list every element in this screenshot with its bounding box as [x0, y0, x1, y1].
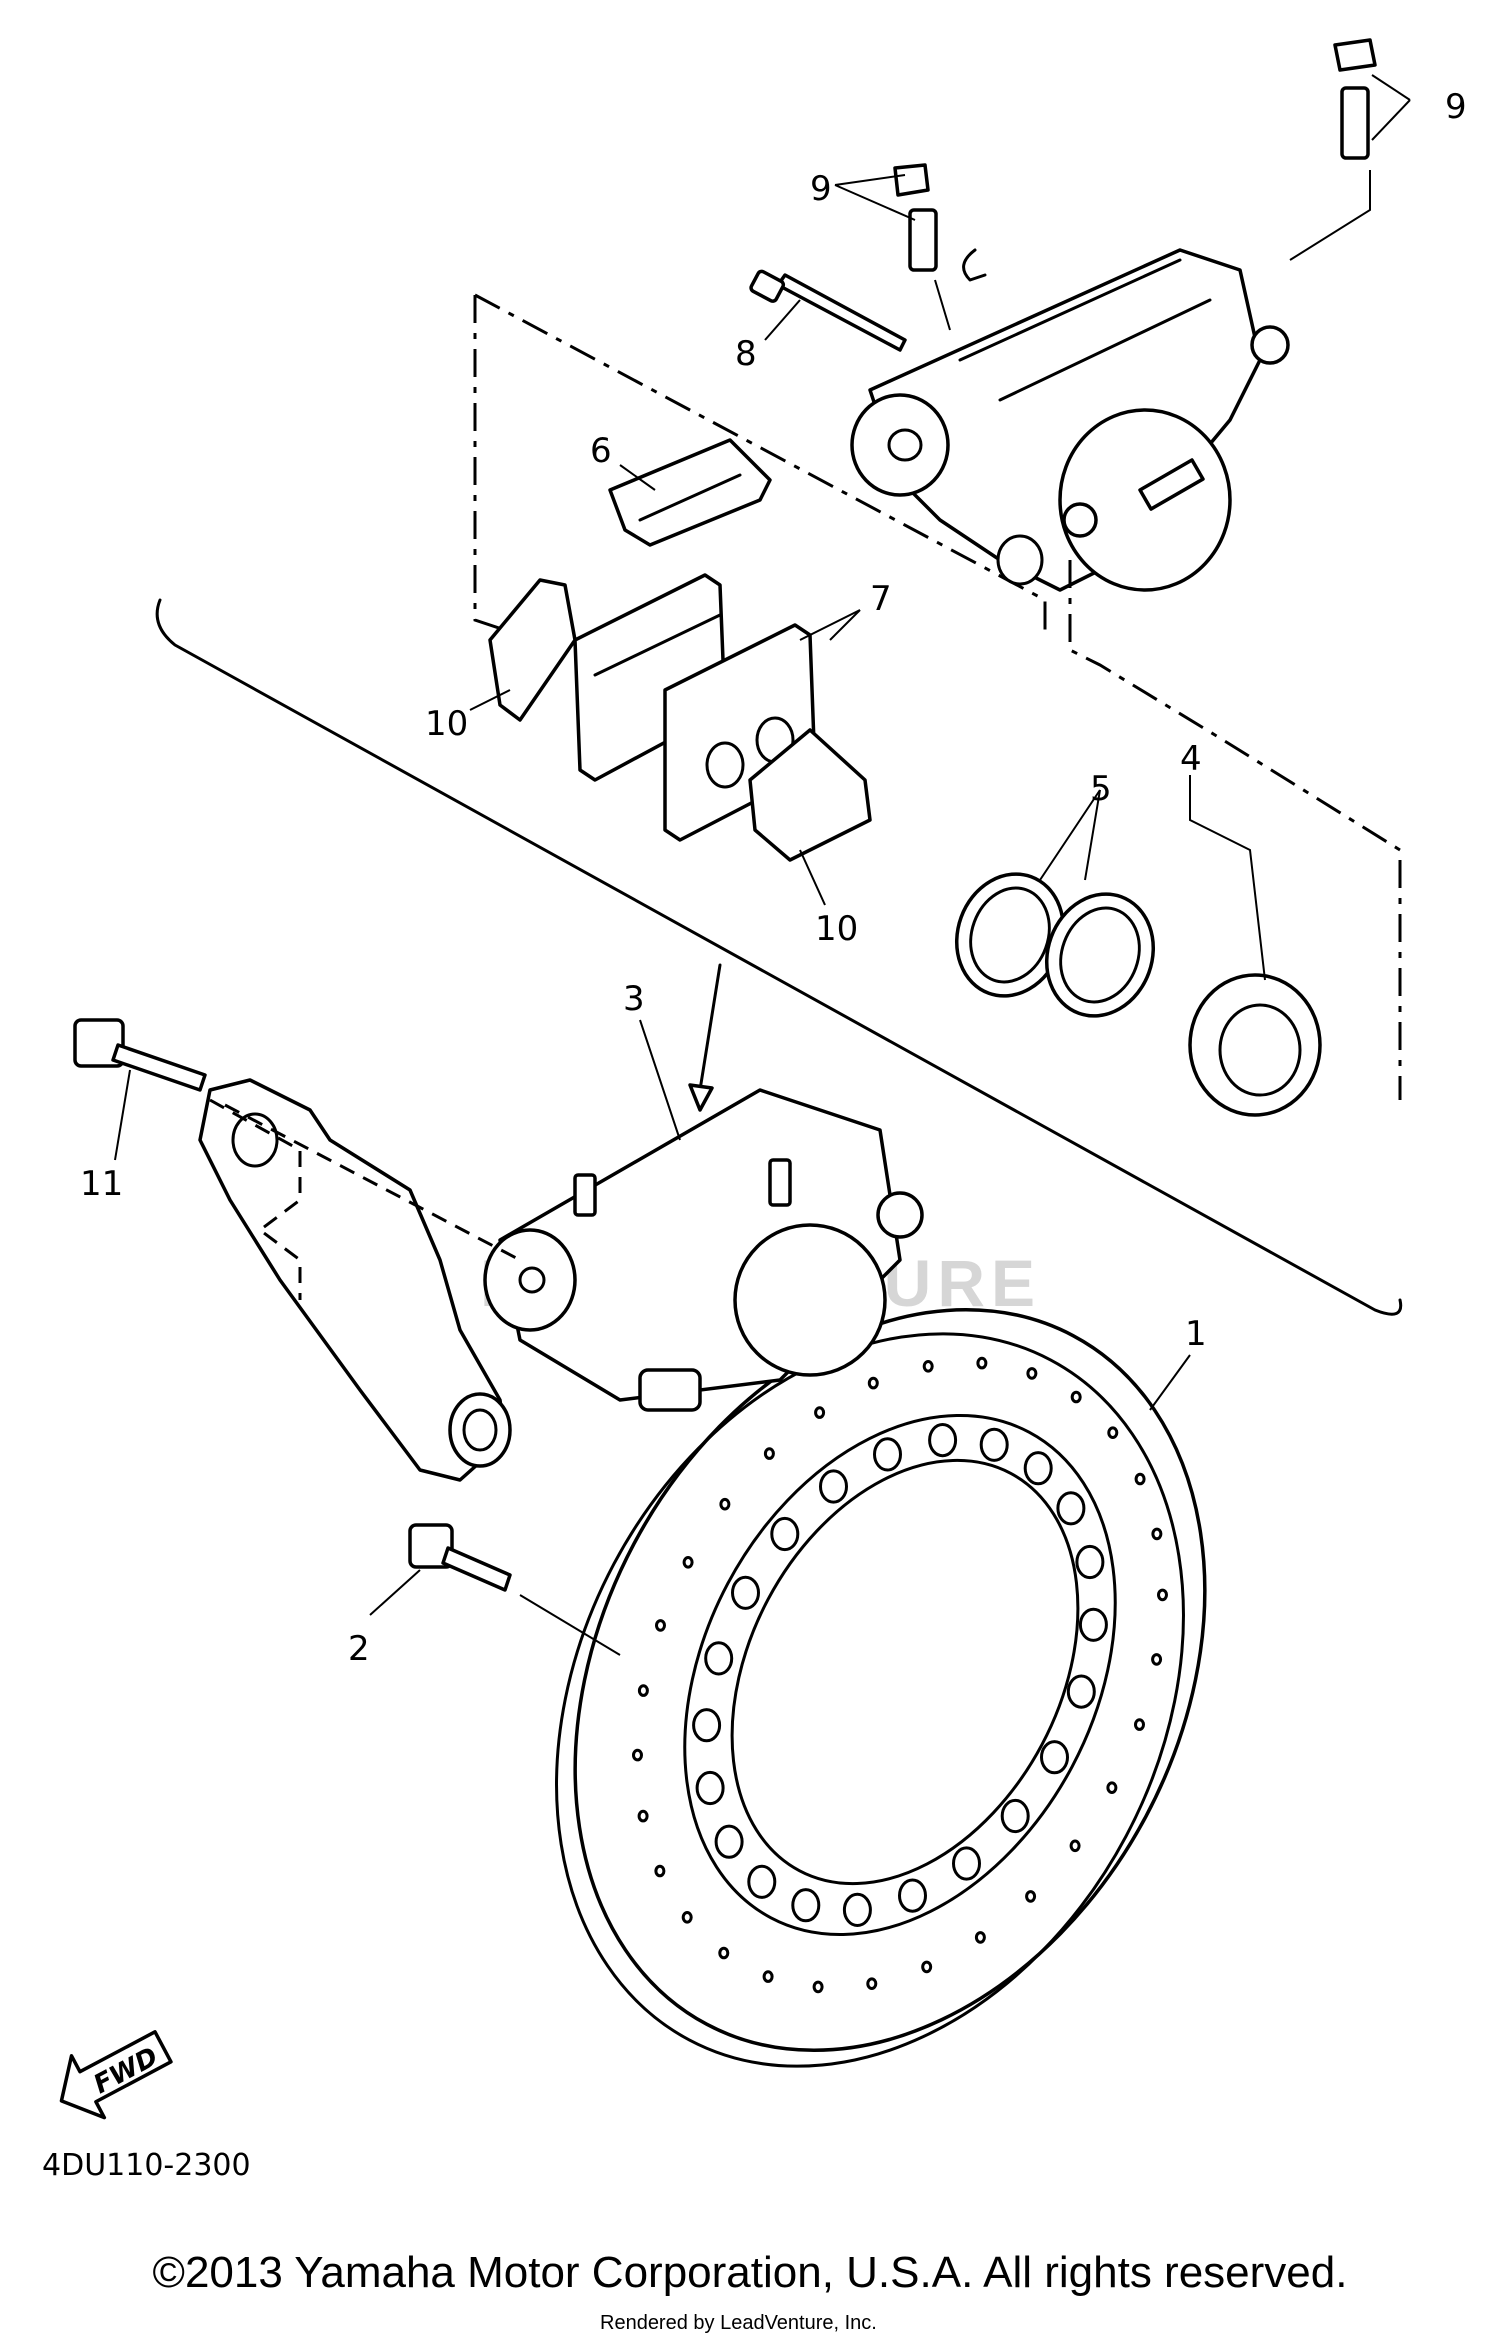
disc-hole: [812, 1980, 824, 1994]
disc-hole: [763, 1447, 775, 1460]
rendered-by-credit: Rendered by LeadVenture, Inc.: [600, 2312, 877, 2334]
disc-hole: [1000, 1798, 1030, 1834]
disc-hole: [695, 1770, 725, 1806]
disc-hole: [731, 1575, 760, 1610]
disc-hole: [770, 1516, 800, 1552]
disc-hole: [952, 1846, 981, 1881]
disc-hole: [873, 1437, 902, 1472]
callout-8: 8: [735, 334, 757, 374]
disc-hole: [898, 1878, 927, 1913]
disc-vent-holes: [692, 1423, 1108, 1928]
disc-hole: [704, 1641, 734, 1676]
callout-9-middle: 9: [810, 169, 832, 209]
caliper-housing: [850, 248, 1290, 592]
pad-spring: [608, 438, 772, 547]
disc-hole: [1040, 1740, 1069, 1775]
caliper-assembly: [483, 1088, 924, 1412]
disc-hole: [1066, 1674, 1096, 1709]
disc-hole: [1069, 1839, 1081, 1853]
disc-hole: [866, 1977, 878, 1990]
disc-hole: [655, 1619, 666, 1632]
pad-shim-left: [488, 578, 577, 722]
disc-hole: [979, 1427, 1009, 1462]
piston-seals: [954, 872, 1156, 1018]
disc-hole: [791, 1888, 821, 1923]
forward-arrow: FWD: [59, 2030, 173, 2120]
brake-disc: [555, 1307, 1207, 2068]
disc-hole: [682, 1556, 694, 1569]
assembly-arrow: [698, 963, 722, 1092]
disc-hole: [1070, 1390, 1082, 1404]
disc-hole: [718, 1946, 730, 1960]
callout-7: 7: [870, 579, 892, 619]
bleed-screw-top: [1333, 38, 1377, 160]
subassembly-boundary: [155, 598, 1403, 1316]
callout-1: 1: [1185, 1314, 1207, 1354]
disc-hole: [842, 1892, 872, 1928]
assembly-line-a: [473, 295, 506, 632]
disc-hole: [974, 1931, 986, 1944]
disc-hole: [1107, 1426, 1119, 1439]
disc-hole: [819, 1469, 848, 1504]
disc-hole: [928, 1423, 958, 1458]
assembly-line-e: [224, 1103, 521, 1262]
diagram-part-code: 4DU110-2300: [42, 2148, 251, 2183]
disc-hole: [1026, 1367, 1038, 1380]
disc-hole: [976, 1356, 988, 1370]
callout-10-right: 10: [815, 909, 858, 949]
disc-hole: [1134, 1718, 1145, 1731]
callout-5: 5: [1090, 769, 1112, 809]
callout-10-left: 10: [425, 704, 468, 744]
callout-9-top: 9: [1445, 87, 1467, 127]
disc-hole: [1157, 1588, 1168, 1602]
callout-11: 11: [80, 1164, 123, 1204]
callout-3: 3: [623, 979, 645, 1019]
disc-hole: [1151, 1527, 1163, 1541]
disc-hole: [922, 1360, 934, 1373]
disc-hole: [1151, 1653, 1163, 1666]
disc-hole: [1025, 1890, 1037, 1903]
disc-hole: [714, 1824, 744, 1859]
disc-hole: [637, 1684, 649, 1697]
pad-shim-right: [748, 728, 872, 862]
disc-hole: [1075, 1544, 1105, 1580]
disc-hole: [719, 1497, 731, 1511]
assembly-arrow-head: [688, 1083, 714, 1112]
disc-hole: [637, 1809, 649, 1823]
disc-hole: [1023, 1451, 1053, 1486]
disc-hole: [814, 1406, 826, 1419]
disc-hole: [654, 1864, 666, 1878]
disc-hole: [692, 1708, 722, 1743]
disc-hole: [1056, 1491, 1086, 1526]
copyright-notice: ©2013 Yamaha Motor Corporation, U.S.A. A…: [152, 2248, 1348, 2297]
assembly-line-c: [1068, 560, 1402, 1100]
disc-hole: [681, 1911, 693, 1924]
disc-hole: [747, 1864, 777, 1899]
callout-4: 4: [1180, 739, 1202, 779]
pin-clip: [962, 248, 987, 282]
assembly-line-d: [209, 1098, 302, 1300]
bracket-bolt: [73, 1018, 207, 1092]
pad-pin: [749, 269, 907, 352]
disc-hole: [1134, 1472, 1146, 1486]
disc-hole: [632, 1748, 643, 1762]
leader-lines: [114, 74, 1411, 1656]
disc-hole: [1078, 1607, 1108, 1642]
callout-6: 6: [590, 431, 612, 471]
assembly-line-b: [474, 293, 1047, 630]
disc-bolt: [408, 1523, 512, 1592]
bleed-screw-middle: [893, 163, 938, 272]
disc-hole: [762, 1970, 774, 1983]
disc-drill-holes: [632, 1356, 1168, 1994]
disc-hole: [921, 1960, 933, 1974]
disc-hole: [1106, 1781, 1118, 1794]
callout-2: 2: [348, 1629, 370, 1669]
caliper-piston: [1188, 973, 1322, 1117]
caliper-bracket: [198, 1078, 512, 1482]
disc-hole: [867, 1376, 879, 1390]
